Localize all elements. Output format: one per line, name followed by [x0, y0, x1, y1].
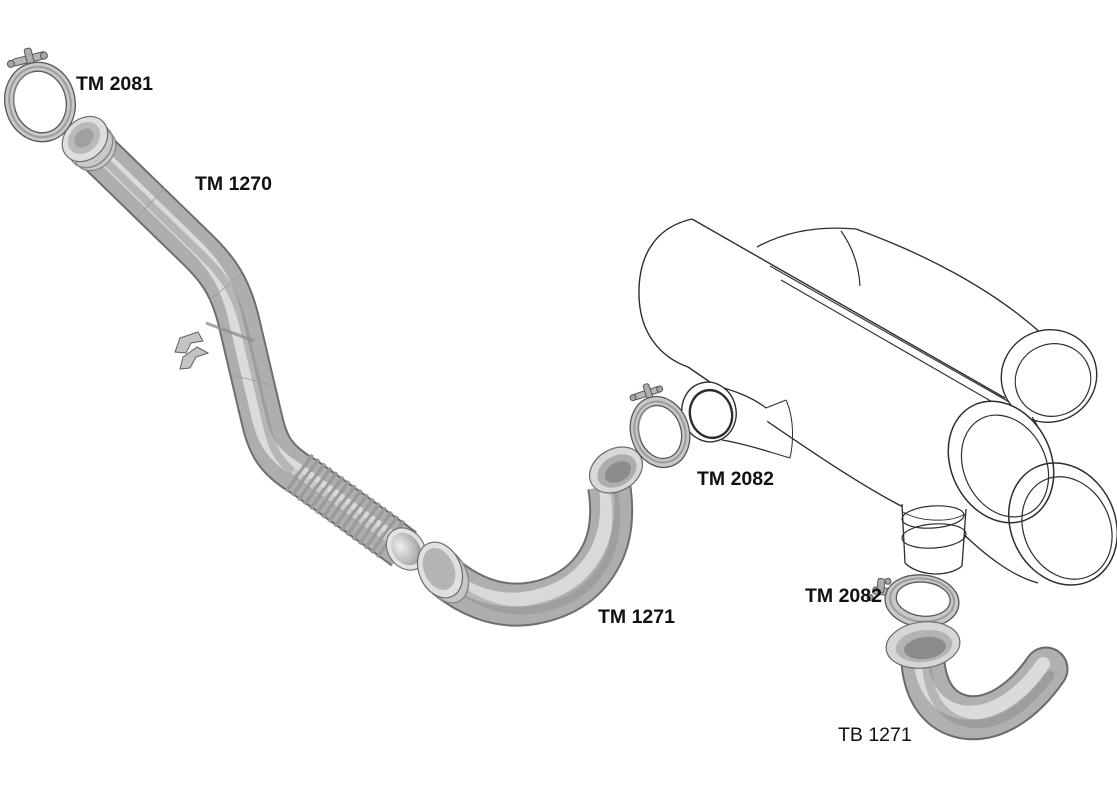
- clamp-nut: [629, 394, 637, 402]
- clamp-nut: [6, 59, 15, 68]
- part-labels: TM 2081 TM 1270 TM 2082 TM 1271 TM 2082 …: [76, 73, 912, 746]
- tail-pipe-bell-mouth: [885, 621, 961, 669]
- weld-seam: [231, 374, 273, 386]
- tail-pipe-tb1271: [885, 621, 1069, 741]
- intermediate-pipe-tm1271: [416, 446, 644, 627]
- clamp-nut: [866, 594, 874, 602]
- mid-pipe-bell-mouth: [588, 446, 644, 495]
- clamp-nut: [39, 51, 48, 60]
- front-pipe-flange: [61, 115, 117, 172]
- muffler-seam-line: [769, 265, 1012, 404]
- front-pipe-mounting-bracket: [174, 321, 255, 370]
- muffler-outlet-stub: [901, 503, 967, 575]
- clamp-nut: [656, 385, 664, 393]
- clamp-nut: [884, 577, 892, 585]
- weld-seam: [135, 187, 166, 219]
- muffler-upper-chamber: [756, 227, 1049, 412]
- muffler: [638, 218, 1117, 586]
- weld-seam: [209, 273, 242, 301]
- label-inlet-clamp: TM 2082: [697, 468, 774, 490]
- front-pipe-open-end: [385, 527, 427, 571]
- clamp-bolt-pin: [876, 577, 886, 594]
- mid-pipe-flange: [416, 541, 470, 604]
- tail-pipe-body: [900, 640, 1069, 741]
- label-front-clamp: TM 2081: [76, 73, 153, 95]
- label-tail-pipe: TB 1271: [838, 724, 912, 746]
- muffler-end-cap-lower: [1007, 462, 1117, 586]
- muffler-main-body: [638, 218, 1016, 525]
- label-front-pipe: TM 1270: [195, 173, 272, 195]
- mid-pipe-body: [432, 470, 634, 627]
- label-outlet-clamp: TM 2082: [805, 585, 882, 607]
- muffler-end-cap-upper: [1000, 329, 1098, 423]
- muffler-end-cap-middle: [947, 400, 1055, 524]
- label-intermediate-pipe: TM 1271: [598, 606, 675, 628]
- front-pipe-tm1270: [61, 115, 427, 571]
- inlet-clamp-tm2082: [629, 383, 691, 469]
- muffler-inlet-port: [681, 381, 793, 459]
- outlet-clamp-tm2082: [866, 574, 960, 628]
- front-clamp-tm2081: [4, 47, 76, 143]
- muffler-seam-line: [780, 279, 1016, 416]
- front-pipe-body: [76, 130, 417, 567]
